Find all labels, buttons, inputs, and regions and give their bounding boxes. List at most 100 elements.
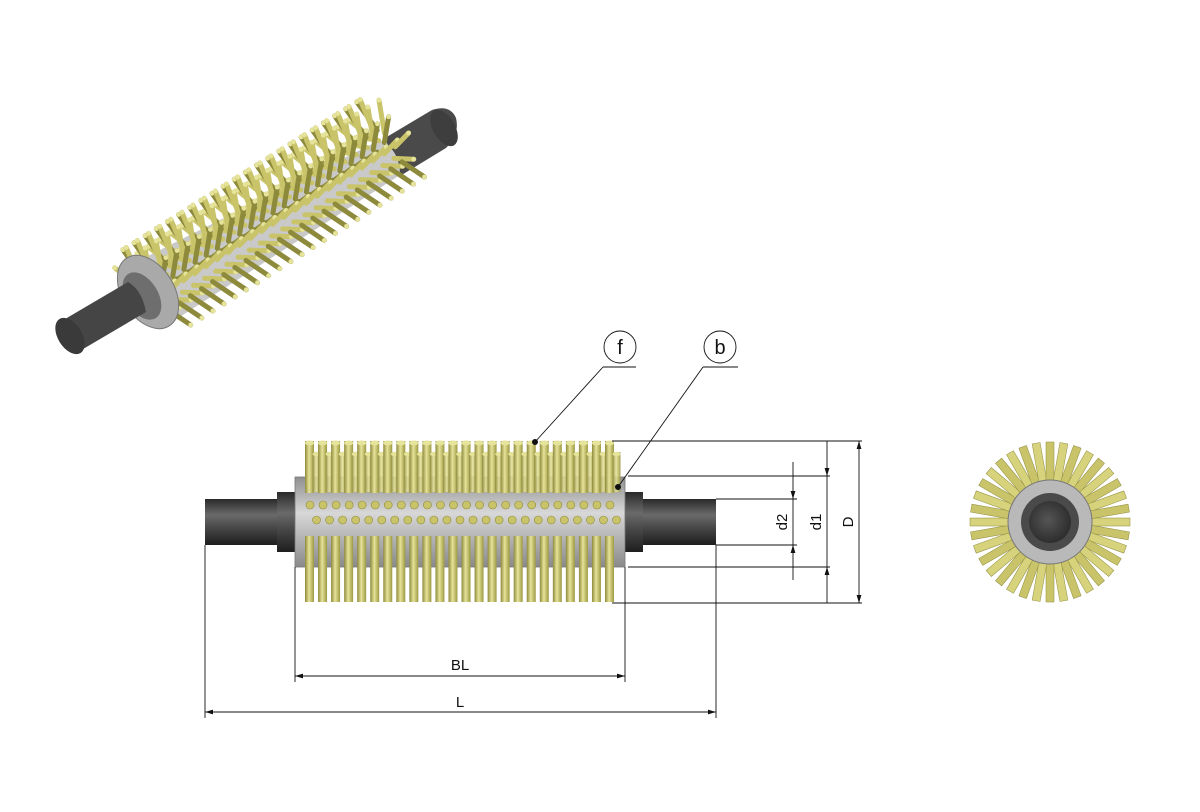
- bristle: [383, 536, 393, 602]
- iso-bristles: [112, 97, 428, 328]
- iso-bristle-tip: [179, 209, 185, 215]
- bristle-end: [416, 515, 426, 525]
- bristle: [552, 536, 562, 602]
- bristle: [442, 452, 451, 492]
- iso-bristle: [314, 179, 334, 199]
- iso-bristle-tip: [377, 202, 383, 208]
- iso-bristle: [380, 162, 406, 169]
- bristle-tip: [370, 440, 380, 446]
- bristle: [552, 441, 562, 493]
- end-bristle: [1045, 559, 1055, 603]
- bristle-tip: [435, 440, 445, 446]
- bristle: [526, 441, 536, 493]
- iso-bristle-tip: [232, 294, 238, 300]
- end-bristles: [969, 441, 1131, 603]
- iso-bristle: [358, 177, 383, 183]
- iso-bristle: [253, 175, 265, 214]
- end-view: [969, 441, 1131, 603]
- iso-bristle: [259, 191, 269, 223]
- bristle: [560, 452, 569, 492]
- bristle: [390, 452, 399, 492]
- iso-bristle-tip: [208, 227, 213, 232]
- iso-bristle-tip: [268, 153, 274, 159]
- iso-bristle-tip: [263, 191, 269, 197]
- bristle: [547, 452, 556, 492]
- iso-bristle-tip: [257, 160, 263, 166]
- iso-bristle: [246, 247, 272, 254]
- iso-bristle-tip: [157, 223, 163, 229]
- iso-bristle-tip: [196, 234, 202, 239]
- bristle-end: [586, 515, 595, 525]
- iso-bristle-tip: [343, 118, 348, 124]
- iso-bristle-tip: [112, 265, 118, 271]
- bristle-tip: [487, 440, 497, 446]
- iso-bristle-tip: [168, 216, 174, 222]
- iso-bristle: [381, 114, 392, 146]
- iso-bristle-tip: [123, 245, 129, 250]
- bristle-tip: [383, 440, 393, 446]
- bristle: [591, 536, 601, 602]
- iso-bristle-tip: [285, 177, 291, 183]
- bristle: [521, 452, 530, 492]
- iso-bristle: [335, 191, 361, 197]
- iso-bristle-tip: [410, 181, 416, 187]
- bristle: [495, 452, 504, 492]
- iso-bristle-tip: [422, 174, 427, 180]
- bristle-end: [344, 500, 354, 510]
- iso-bristle: [359, 151, 378, 171]
- iso-bristle-tip: [321, 238, 327, 243]
- bristle: [403, 452, 412, 492]
- bristle-end: [325, 515, 334, 525]
- iso-bristle: [299, 222, 327, 243]
- bristle: [364, 452, 373, 492]
- iso-bristle-tip: [277, 266, 283, 271]
- iso-bristle-tip: [231, 189, 237, 195]
- iso-bristle-tip: [220, 196, 226, 202]
- bristle: [573, 452, 582, 492]
- bristle-tip: [500, 440, 510, 446]
- bristle: [534, 452, 543, 492]
- iso-bristle: [298, 146, 309, 185]
- iso-bristle-tip: [352, 135, 358, 141]
- bristle: [422, 441, 432, 493]
- iso-bristle-tip: [243, 287, 249, 293]
- iso-bristle: [176, 300, 205, 321]
- iso-bristle: [288, 229, 316, 250]
- bristle-tip: [612, 451, 621, 457]
- iso-bristle: [237, 205, 247, 237]
- iso-bristle-tip: [274, 184, 280, 190]
- iso-bristle-tip: [209, 203, 215, 209]
- iso-bristle: [292, 170, 303, 202]
- iso-bristle: [276, 160, 287, 199]
- iso-bristle: [302, 212, 328, 219]
- iso-bristle: [254, 250, 283, 272]
- bristle-end: [527, 500, 537, 510]
- iso-bristle: [214, 219, 225, 251]
- iso-bristle-tip: [290, 139, 296, 145]
- bristle: [344, 536, 354, 602]
- bristle-end: [377, 515, 387, 525]
- bristle-tip: [305, 440, 314, 446]
- bristle-end: [520, 515, 530, 525]
- bristle: [344, 441, 354, 493]
- iso-bristle: [248, 198, 258, 230]
- bristle-tip: [605, 440, 614, 446]
- bristle-end: [507, 515, 517, 525]
- bristle-end: [514, 500, 523, 510]
- iso-bristle-tip: [319, 156, 325, 162]
- iso-bristle-tip: [188, 322, 194, 328]
- iso-bristle-tip: [255, 280, 260, 286]
- iso-bristle: [268, 233, 294, 240]
- bristle-end: [338, 515, 347, 525]
- iso-bristle: [181, 241, 191, 272]
- bristle-tip: [565, 440, 575, 446]
- iso-bristle: [320, 132, 332, 171]
- iso-bristle-tip: [308, 163, 314, 169]
- iso-bristle-tip: [406, 130, 411, 136]
- iso-bristle-tip: [355, 216, 361, 222]
- iso-bristle-tip: [324, 118, 330, 124]
- iso-bristle-tip: [363, 128, 369, 134]
- iso-bristle: [187, 217, 198, 256]
- iso-bristle: [232, 264, 260, 286]
- bristle: [474, 441, 484, 493]
